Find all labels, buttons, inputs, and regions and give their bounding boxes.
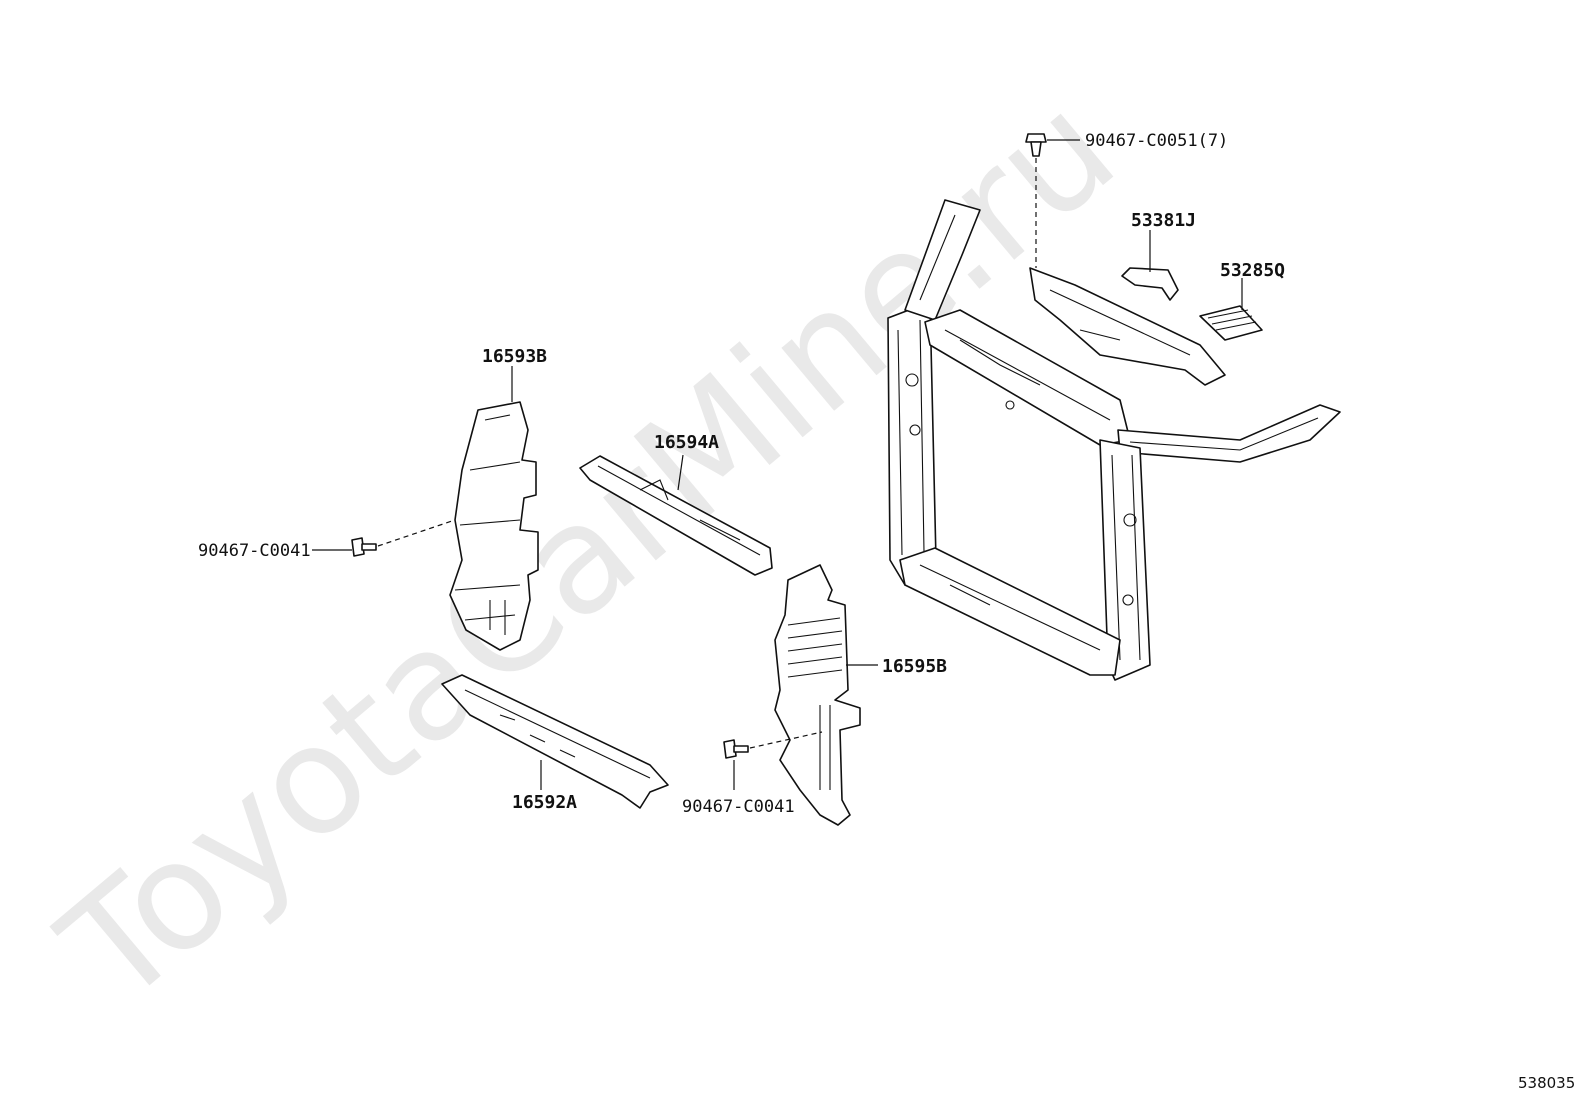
clip-left-icon [351, 537, 377, 557]
bracket-53381j [1121, 267, 1179, 301]
callout-clip-bottom: 90467-C0041 [682, 797, 795, 817]
plate-53285q [1199, 305, 1263, 341]
radiator-support-assembly [887, 199, 1341, 681]
callout-16595b: 16595B [882, 656, 947, 677]
callout-16593b: 16593B [482, 346, 547, 367]
callout-clip-top: 90467-C0051(7) [1085, 131, 1228, 151]
duct-16595b [774, 564, 861, 826]
callout-16592a: 16592A [512, 792, 577, 813]
hood-lock-cover [1029, 267, 1226, 386]
deflector-16592a [441, 674, 669, 809]
callout-53381j: 53381J [1131, 210, 1196, 231]
callout-53285q: 53285Q [1220, 260, 1285, 281]
duct-16593b [449, 401, 539, 651]
callout-16594a: 16594A [654, 432, 719, 453]
callout-clip-left: 90467-C0041 [198, 541, 311, 561]
clip-bottom-icon [723, 739, 749, 759]
clip-top-icon [1025, 133, 1047, 157]
reference-number: 538035 [1518, 1074, 1575, 1092]
deflector-16594a [579, 455, 773, 576]
